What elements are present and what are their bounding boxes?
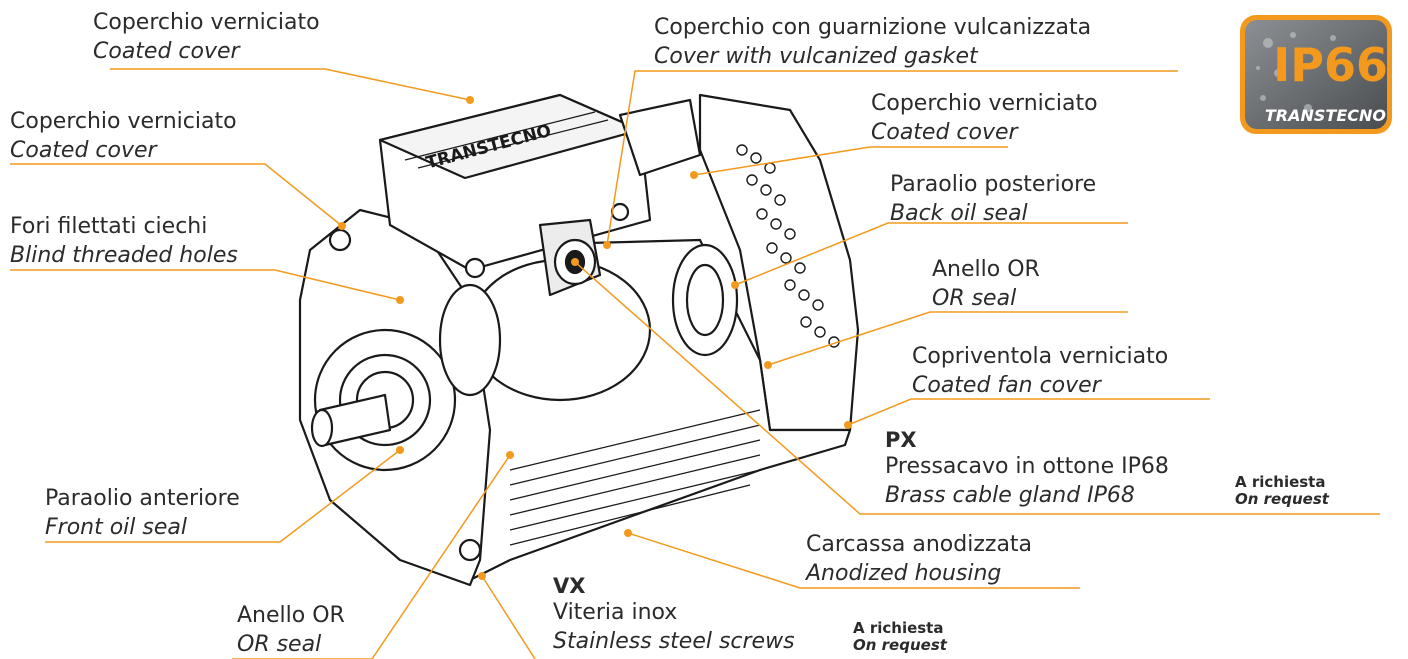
housing-fins: [509, 409, 761, 546]
rotor-inner: [438, 283, 502, 397]
leader-housing: [627, 532, 1080, 589]
leader-dot: [844, 421, 852, 429]
label-fan-cover: Copriventola verniciato Coated fan cover: [912, 342, 1168, 400]
screw-head: [464, 257, 486, 279]
label-en: OR seal: [932, 286, 1017, 311]
leader-dot: [603, 241, 611, 249]
label-it: Coperchio verniciato: [10, 109, 237, 134]
label-en: OR seal: [237, 632, 322, 657]
label-it: Fori filettati ciechi: [10, 214, 208, 239]
motor-drawing: [298, 93, 860, 587]
label-screws: VX Viteria inox Stainless steel screws: [553, 574, 795, 656]
leader-gasket: [606, 70, 1178, 246]
label-or-right: Anello OR OR seal: [932, 255, 1040, 313]
leader-or-bottom: [232, 454, 511, 659]
shaft-end: [310, 408, 334, 448]
screw-head: [610, 202, 630, 222]
label-it: Coperchio verniciato: [871, 91, 1098, 116]
label-gasket-cover: Coperchio con guarnizione vulcanizzata C…: [654, 13, 1091, 71]
leader-dot: [466, 96, 474, 104]
label-gland: PX Pressacavo in ottone IP68 Brass cable…: [885, 428, 1169, 510]
leader-gland: [574, 261, 1380, 515]
label-or-bottom: Anello OR OR seal: [237, 601, 345, 659]
leader-front-seal: [45, 449, 401, 543]
label-it: Pressacavo in ottone IP68: [885, 454, 1169, 479]
label-en: Coated fan cover: [912, 373, 1101, 398]
label-housing: Carcassa anodizzata Anodized housing: [806, 530, 1032, 588]
rear-cover-block: [618, 98, 702, 177]
leader-back-seal: [734, 222, 1128, 286]
label-it: Paraolio anteriore: [45, 486, 240, 511]
label-it: Paraolio posteriore: [890, 172, 1097, 197]
label-it: Anello OR: [237, 603, 345, 628]
ip66-badge: IP66 TRANSTECNO: [1240, 15, 1392, 134]
leader-or-right: [767, 311, 1128, 366]
label-en: Front oil seal: [45, 515, 187, 540]
label-front-seal: Paraolio anteriore Front oil seal: [45, 484, 240, 542]
leader-screws: [481, 575, 536, 659]
on-request-en: On request: [853, 636, 947, 654]
leader-fan-cover: [847, 398, 1210, 426]
label-code: VX: [553, 574, 586, 598]
on-request-it: A richiesta: [853, 619, 944, 637]
fan-cover-perforation: [736, 144, 840, 348]
label-en: Coated cover: [10, 138, 157, 163]
label-en: Anodized housing: [806, 561, 1002, 586]
label-en: Cover with vulcanized gasket: [654, 44, 978, 69]
leader-dot: [690, 171, 698, 179]
label-it: Carcassa anodizzata: [806, 532, 1033, 557]
on-request-it: A richiesta: [1235, 473, 1326, 491]
label-it: Viteria inox: [553, 600, 678, 625]
label-it: Copriventola verniciato: [912, 344, 1169, 369]
label-it: Anello OR: [932, 257, 1040, 282]
label-cover-top: Coperchio verniciato Coated cover: [93, 8, 320, 66]
leader-dot: [506, 451, 514, 459]
leader-lines: [10, 68, 1380, 659]
label-en: Coated cover: [93, 39, 240, 64]
leader-dot: [731, 281, 739, 289]
on-request-en: On request: [1235, 490, 1329, 508]
leader-dots: [338, 96, 852, 580]
label-en: Back oil seal: [890, 201, 1028, 226]
leader-cover-left: [10, 163, 343, 227]
leader-dot: [624, 529, 632, 537]
label-it: Coperchio con guarnizione vulcanizzata: [654, 15, 1092, 40]
leader-dot: [338, 222, 346, 230]
on-request-screws: A richiesta On request: [853, 620, 947, 654]
label-cover-left: Coperchio verniciato Coated cover: [10, 107, 237, 165]
label-holes: Fori filettati ciechi Blind threaded hol…: [10, 212, 238, 270]
on-request-gland: A richiesta On request: [1235, 474, 1329, 508]
label-back-seal: Paraolio posteriore Back oil seal: [890, 170, 1096, 228]
label-code: PX: [885, 428, 917, 452]
leader-holes: [10, 269, 401, 301]
label-en: Coated cover: [871, 120, 1018, 145]
leader-dot: [571, 258, 579, 266]
leader-dot: [396, 446, 404, 454]
flange-hole: [328, 228, 352, 252]
leader-dot: [764, 361, 772, 369]
label-cover-right: Coperchio verniciato Coated cover: [871, 89, 1098, 147]
badge-rating: IP66: [1273, 38, 1388, 92]
leader-dot: [478, 572, 486, 580]
back-seal-ring-inner: [685, 263, 725, 337]
label-en: Blind threaded holes: [10, 243, 238, 268]
badge-brand: TRANSTECNO: [1265, 106, 1387, 125]
flange-hole: [458, 538, 482, 562]
label-it: Coperchio verniciato: [93, 10, 320, 35]
leader-cover-top: [110, 68, 471, 101]
leader-cover-right: [693, 146, 1008, 176]
label-en: Brass cable gland IP68: [885, 483, 1135, 508]
label-en: Stainless steel screws: [553, 629, 795, 654]
terminal-box-ribs: [404, 111, 609, 169]
leader-dot: [396, 296, 404, 304]
